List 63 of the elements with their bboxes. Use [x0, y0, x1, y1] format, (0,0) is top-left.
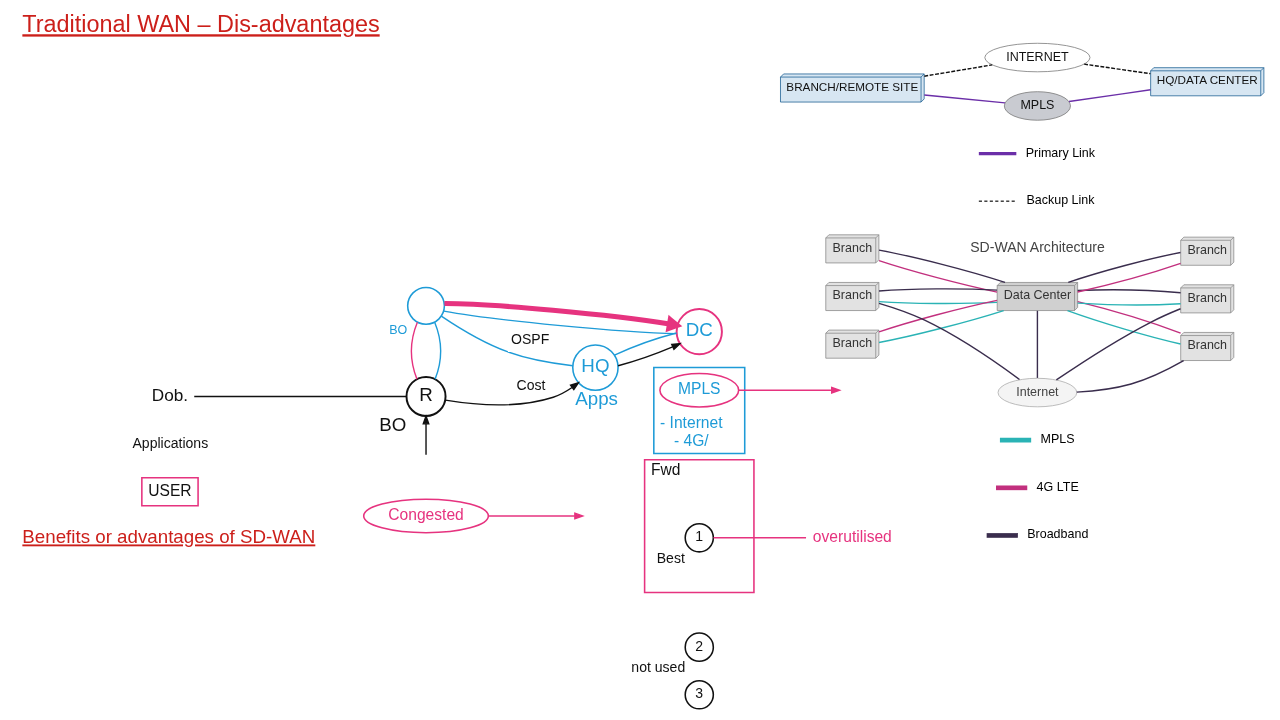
connector — [440, 315, 574, 367]
connector — [878, 300, 998, 305]
connector — [193, 395, 408, 398]
node-text: Dob. — [151, 384, 189, 405]
node-box: USER — [141, 476, 199, 507]
node-ellipse: MPLS — [1003, 91, 1071, 121]
connector — [433, 321, 442, 380]
arrow — [737, 386, 842, 394]
node-circle — [406, 286, 446, 325]
node-label: not used — [631, 659, 686, 676]
node-circle: 3 — [684, 679, 715, 710]
node-ellipse: INTERNET — [984, 42, 1091, 73]
connector — [1066, 310, 1182, 345]
arrow — [617, 342, 682, 367]
connector — [1067, 251, 1182, 284]
node-circle: 1 — [684, 522, 715, 553]
connector — [878, 309, 1005, 344]
connector — [878, 259, 998, 293]
label: Benefits or advantages of SD-WAN — [22, 526, 316, 548]
node-label: Best — [656, 550, 685, 567]
label: Applications — [132, 434, 209, 451]
connector — [613, 332, 678, 356]
connector — [1036, 310, 1039, 379]
connector — [878, 299, 998, 333]
node-ellipse: Congested — [362, 498, 490, 534]
connector — [1076, 300, 1182, 334]
node-ellipse: Internet — [997, 377, 1078, 408]
node-circle: DC — [675, 308, 723, 356]
legend-label: Backup Link — [1026, 193, 1095, 208]
edge-label: Cost — [516, 376, 546, 393]
connector — [1076, 302, 1182, 306]
node-text: overutilised — [812, 527, 892, 545]
arrow — [487, 512, 585, 520]
legend-label: Broadband — [1027, 527, 1089, 542]
arrow — [444, 301, 683, 333]
node-circle: 2 — [684, 632, 715, 662]
node-label: Apps — [575, 388, 618, 410]
node-label: BO — [389, 323, 408, 338]
arrow — [422, 413, 430, 456]
connector — [1076, 359, 1185, 393]
node-circle: HQ — [572, 344, 619, 391]
connector — [878, 302, 1021, 381]
legend-label: 4G LTE — [1036, 479, 1079, 494]
arrow — [444, 381, 581, 406]
connector — [712, 537, 807, 539]
connector — [878, 288, 998, 292]
label: SD-WAN Architecture — [970, 239, 1105, 256]
diagram-title: Traditional WAN – Dis-advantages — [22, 11, 380, 38]
legend-label: MPLS — [1040, 432, 1075, 447]
connector — [923, 94, 1006, 104]
connector — [410, 321, 419, 380]
node-circle: R — [405, 375, 447, 417]
connector — [1076, 289, 1182, 294]
node-ellipse: MPLS — [659, 372, 740, 408]
edge-label: OSPF — [511, 331, 550, 348]
connector — [878, 249, 1006, 284]
connector — [923, 64, 993, 77]
node-label: BO — [379, 413, 407, 435]
connector — [1068, 89, 1152, 103]
connector — [1055, 308, 1182, 381]
legend-label: Primary Link — [1025, 145, 1096, 160]
connector — [1083, 63, 1152, 75]
connector — [1076, 262, 1182, 293]
